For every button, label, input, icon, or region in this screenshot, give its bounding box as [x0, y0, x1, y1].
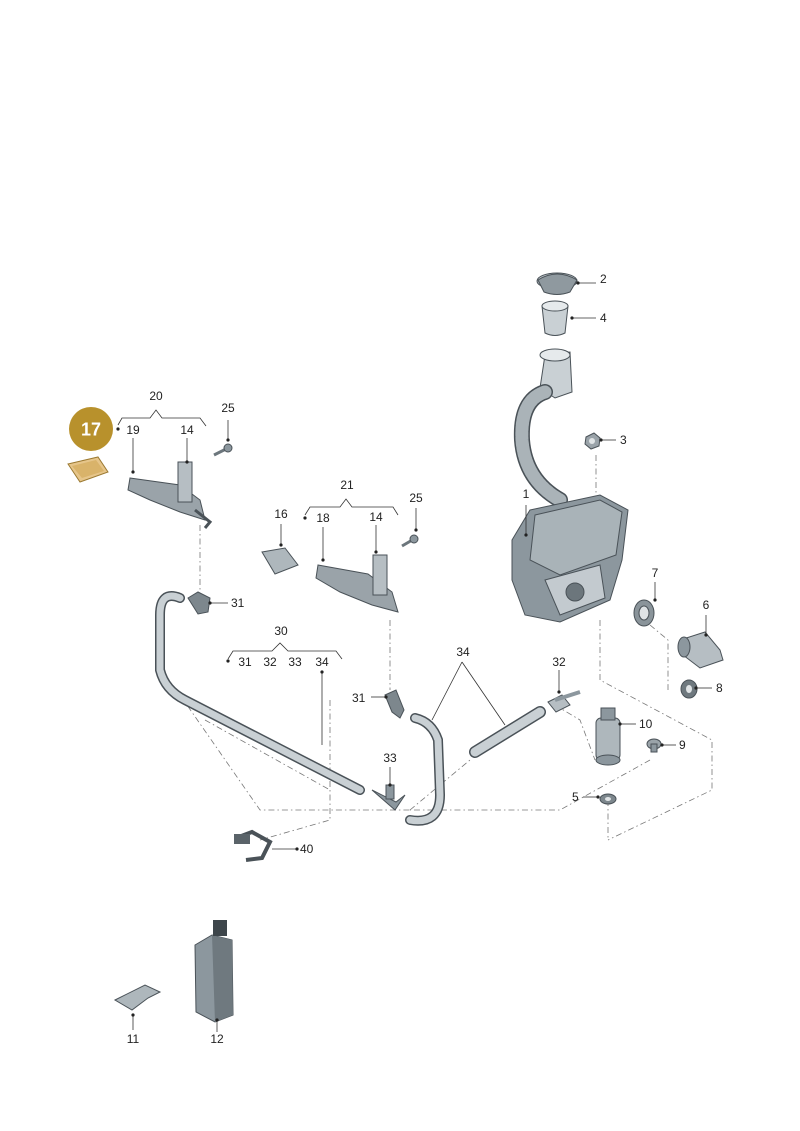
- callout-14-left: 14: [180, 423, 194, 437]
- callout-6: 6: [703, 598, 710, 612]
- highlight-badge-17: 17: [69, 407, 113, 451]
- assembly-guide-lines: [179, 455, 713, 841]
- part-level-sensor[interactable]: [677, 631, 724, 669]
- callout-30-sub-31: 31: [238, 655, 252, 669]
- part-filler-neck[interactable]: [541, 300, 569, 336]
- part-hose-34[interactable]: [469, 706, 546, 758]
- part-seal-ring[interactable]: [599, 793, 617, 805]
- callout-9: 9: [679, 738, 686, 752]
- callout-30-sub-34: 34: [315, 655, 329, 669]
- part-washer-jet-left[interactable]: [127, 461, 213, 529]
- part-grommet[interactable]: [633, 599, 655, 627]
- callout-34: 34: [456, 645, 470, 659]
- callout-31-left: 31: [231, 596, 245, 610]
- callout-40: 40: [300, 842, 314, 856]
- part-washer-pump[interactable]: [595, 707, 621, 766]
- leader-lines: [116, 281, 712, 1032]
- part-nut-3[interactable]: [584, 432, 601, 450]
- callout-8: 8: [716, 681, 723, 695]
- callout-31-right: 31: [352, 691, 366, 705]
- callout-25-right: 25: [409, 491, 423, 505]
- callout-25-left: 25: [221, 401, 235, 415]
- highlight-label: 17: [81, 420, 101, 440]
- part-17-highlighted[interactable]: [67, 456, 109, 483]
- callout-4: 4: [600, 311, 607, 325]
- part-grommet-small[interactable]: [646, 738, 662, 753]
- part-hose-assembly-30[interactable]: [155, 591, 446, 826]
- callout-32: 32: [552, 655, 566, 669]
- callout-14-right: 14: [369, 510, 383, 524]
- part-clip-40[interactable]: [234, 829, 273, 862]
- callout-16: 16: [274, 507, 288, 521]
- callout-2: 2: [600, 272, 607, 286]
- part-bracket-11[interactable]: [113, 984, 162, 1011]
- callout-7: 7: [652, 566, 659, 580]
- part-washer-jet-right[interactable]: [315, 554, 399, 613]
- callout-3: 3: [620, 433, 627, 447]
- callout-30-sub-33: 33: [288, 655, 302, 669]
- part-cap[interactable]: [536, 272, 578, 295]
- callout-21: 21: [340, 478, 354, 492]
- part-elbow-31-left[interactable]: [187, 591, 211, 615]
- part-t-connector-33[interactable]: [371, 784, 406, 811]
- callout-5: 5: [572, 790, 579, 804]
- part-screw-25-left[interactable]: [213, 443, 233, 457]
- callout-30-sub-32: 32: [263, 655, 277, 669]
- callout-19: 19: [126, 423, 140, 437]
- callout-10: 10: [639, 717, 653, 731]
- callout-labels: 2 4 3 1 7 6 8 9 10 5 32 34 31 31 33 40 1…: [126, 272, 723, 1046]
- callout-33: 33: [383, 751, 397, 765]
- callout-11: 11: [127, 1032, 140, 1046]
- callout-12: 12: [210, 1032, 224, 1046]
- part-washer-fluid-bottle[interactable]: [194, 920, 234, 1023]
- callout-18: 18: [316, 511, 330, 525]
- part-seal[interactable]: [680, 679, 698, 699]
- callout-20: 20: [149, 389, 163, 403]
- part-screw-25-right[interactable]: [401, 534, 419, 548]
- part-elbow-31-right[interactable]: [384, 689, 405, 719]
- part-connector-32[interactable]: [547, 690, 581, 713]
- part-washer-reservoir[interactable]: [511, 348, 629, 623]
- part-cover-16[interactable]: [261, 547, 299, 575]
- callout-1: 1: [523, 487, 530, 501]
- callout-30: 30: [274, 624, 288, 638]
